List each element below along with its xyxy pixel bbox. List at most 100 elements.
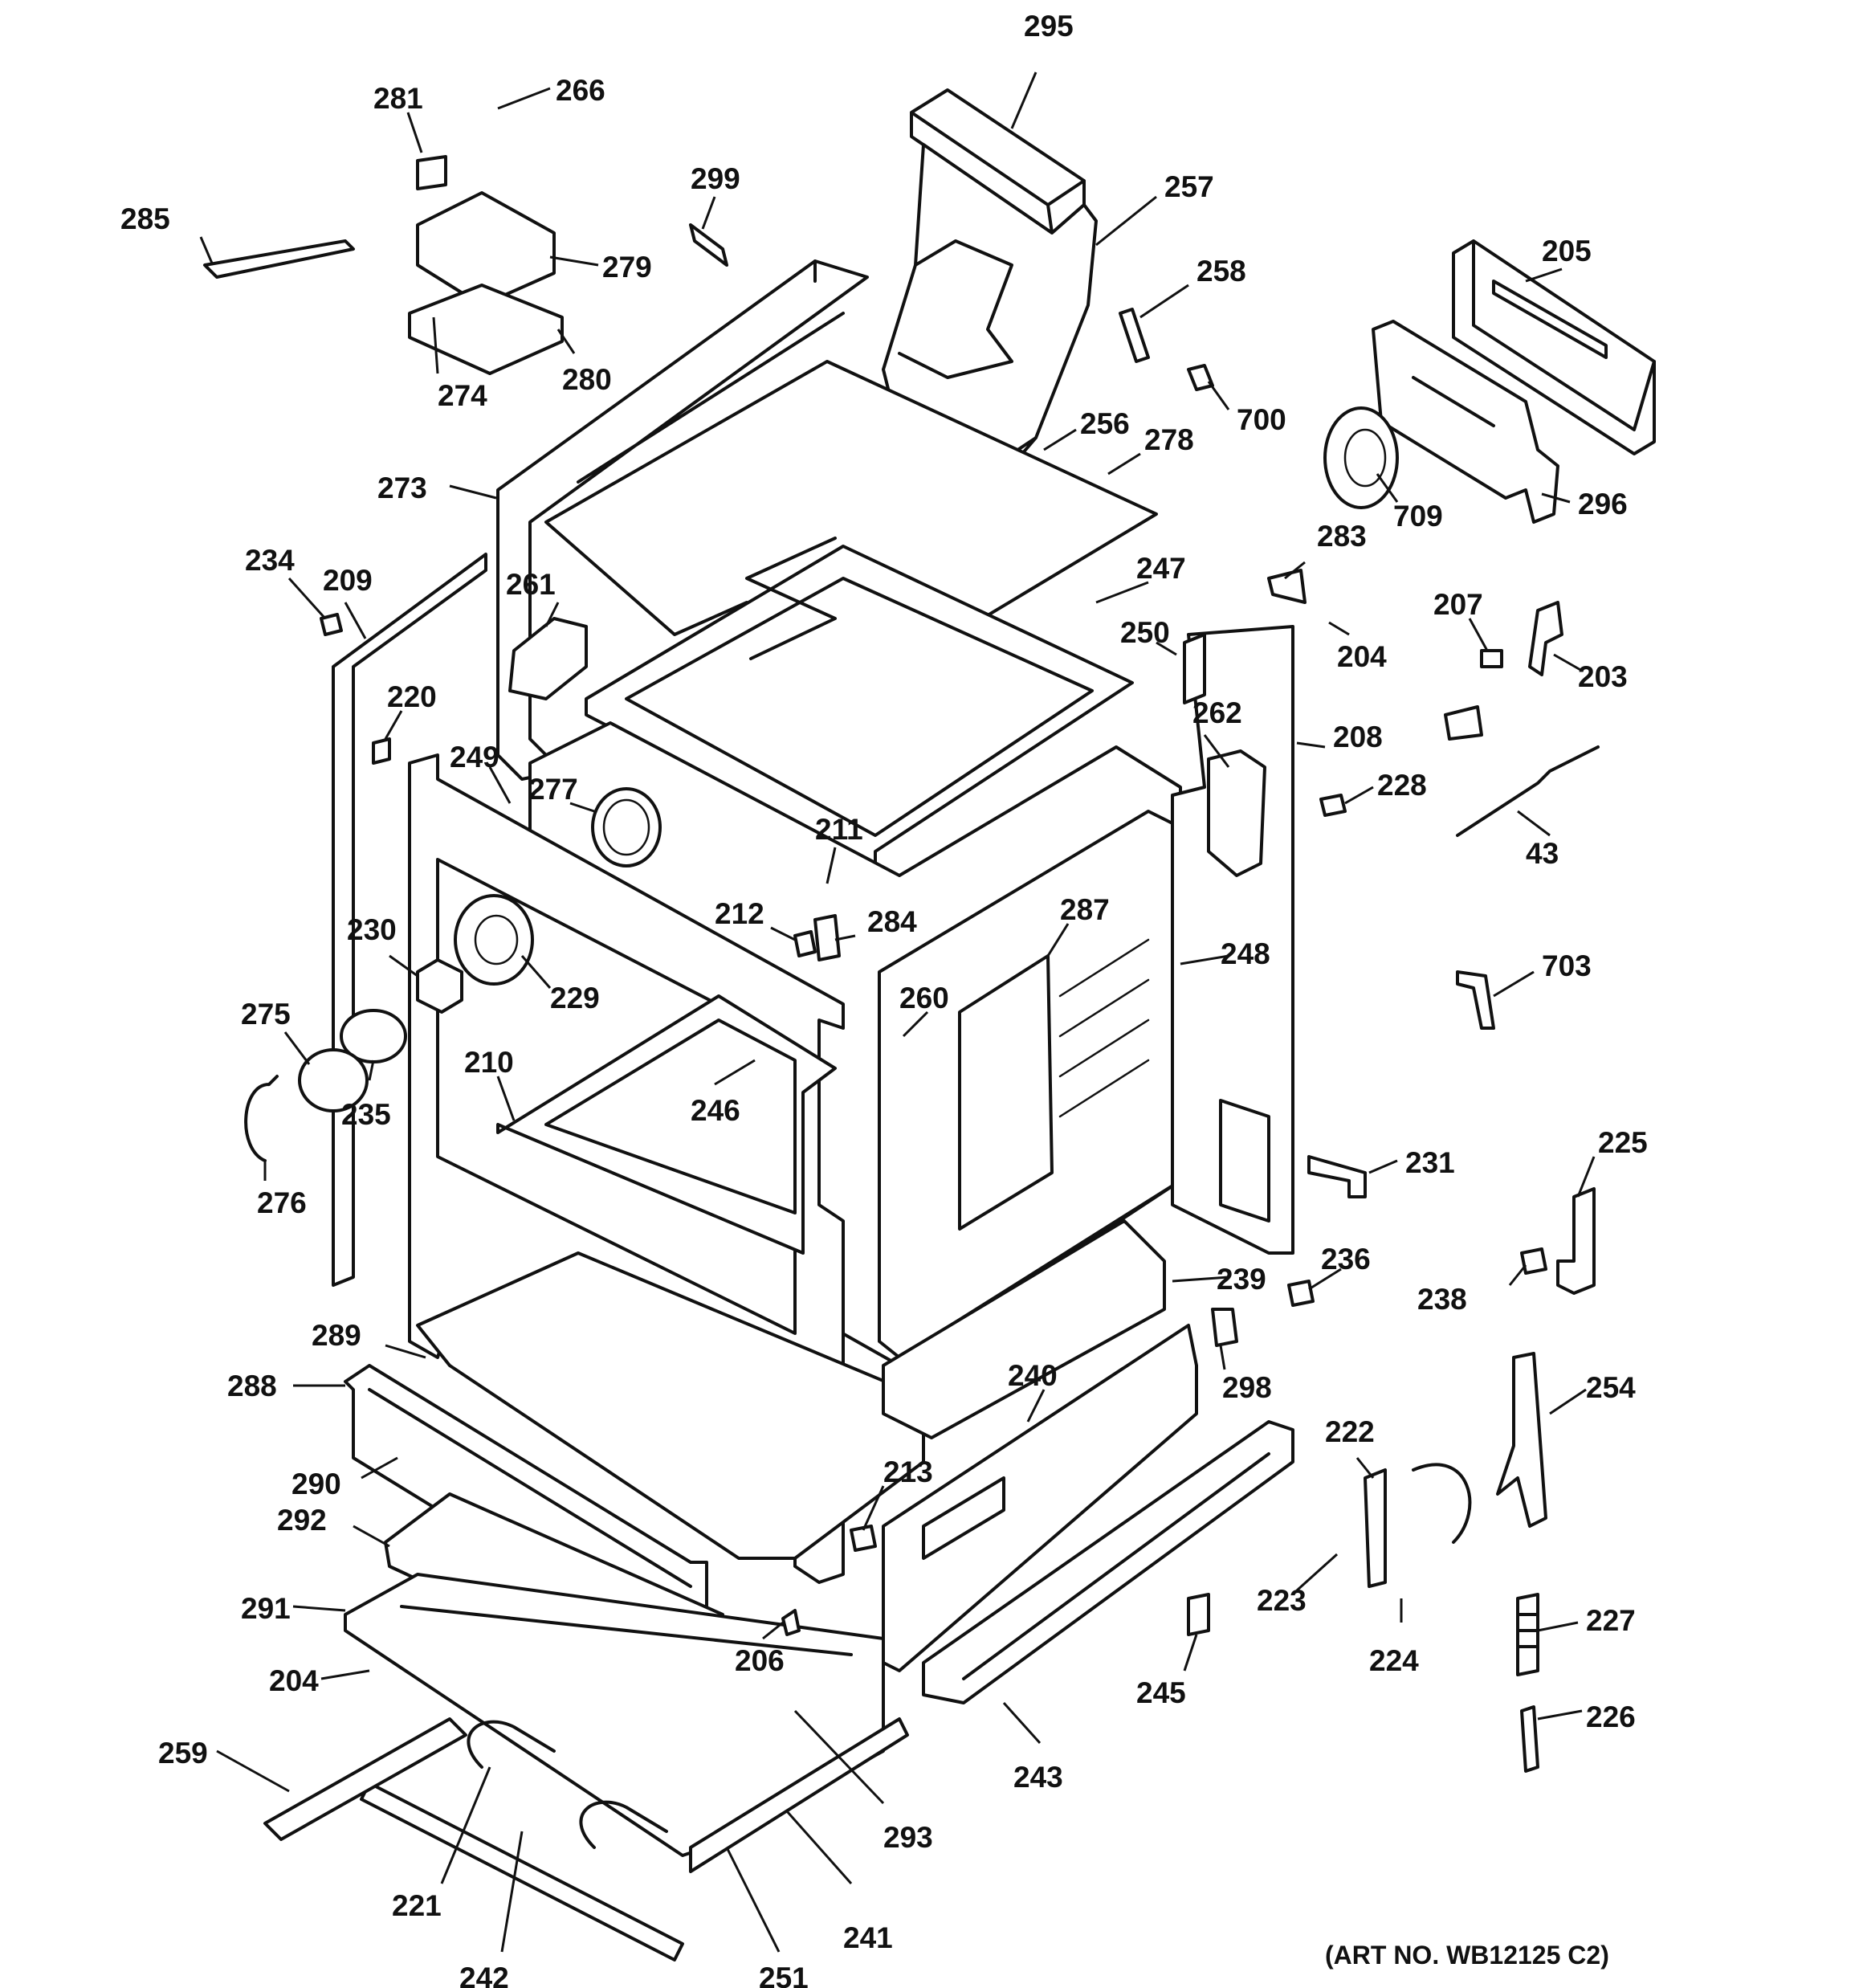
label-228: 228 bbox=[1377, 769, 1427, 802]
label-254: 254 bbox=[1586, 1371, 1636, 1404]
label-288: 288 bbox=[227, 1370, 277, 1402]
callout-labels: 295 281 266 299 257 285 279 205 258 274 … bbox=[120, 10, 1648, 1988]
label-229: 229 bbox=[550, 982, 600, 1014]
label-703: 703 bbox=[1542, 949, 1592, 982]
part-225-bracket bbox=[1556, 1187, 1596, 1295]
label-249: 249 bbox=[450, 741, 499, 774]
part-258-clip bbox=[1119, 308, 1150, 363]
label-292: 292 bbox=[277, 1504, 327, 1537]
part-298-grommet bbox=[1211, 1308, 1238, 1347]
label-203: 203 bbox=[1578, 660, 1628, 693]
label-220: 220 bbox=[387, 680, 437, 713]
part-245-leveler bbox=[1187, 1593, 1210, 1636]
label-273: 273 bbox=[377, 471, 427, 504]
label-296: 296 bbox=[1578, 488, 1628, 520]
label-234: 234 bbox=[245, 544, 295, 577]
label-278: 278 bbox=[1144, 423, 1194, 456]
label-212: 212 bbox=[715, 897, 764, 930]
leader-lines bbox=[199, 71, 1596, 1953]
label-276: 276 bbox=[257, 1186, 307, 1219]
label-280: 280 bbox=[562, 363, 612, 396]
part-285-bracket bbox=[203, 239, 355, 279]
label-259: 259 bbox=[158, 1737, 208, 1770]
part-283-clip bbox=[1267, 569, 1307, 604]
art-number: (ART NO. WB12125 C2) bbox=[1325, 1941, 1609, 1970]
label-251: 251 bbox=[759, 1961, 809, 1988]
part-703-spacer bbox=[1456, 970, 1495, 1030]
label-204b: 204 bbox=[269, 1664, 319, 1697]
part-261-insulation bbox=[508, 617, 588, 700]
part-287-insulation bbox=[958, 954, 1054, 1231]
label-262: 262 bbox=[1192, 696, 1242, 729]
label-298: 298 bbox=[1222, 1371, 1272, 1404]
label-261: 261 bbox=[506, 568, 556, 601]
part-259-slide bbox=[263, 1717, 467, 1841]
part-connector bbox=[1444, 705, 1483, 741]
part-203-cord bbox=[1528, 601, 1563, 676]
part-262-block bbox=[1207, 749, 1266, 877]
part-234-screw bbox=[320, 613, 343, 636]
label-275: 275 bbox=[241, 998, 291, 1031]
part-280-plate bbox=[408, 284, 564, 375]
part-212-clip bbox=[793, 930, 817, 957]
label-247: 247 bbox=[1136, 552, 1186, 585]
label-206: 206 bbox=[735, 1644, 785, 1677]
part-246-oven-bottom bbox=[496, 994, 837, 1255]
part-228-clip bbox=[1319, 794, 1347, 817]
label-245: 245 bbox=[1136, 1676, 1186, 1709]
label-242: 242 bbox=[459, 1961, 509, 1988]
part-227-spring bbox=[1516, 1593, 1539, 1676]
part-230-lamp-socket bbox=[416, 958, 463, 1014]
label-211: 211 bbox=[815, 813, 863, 846]
label-281: 281 bbox=[373, 82, 423, 115]
label-224: 224 bbox=[1369, 1644, 1419, 1677]
label-231: 231 bbox=[1405, 1146, 1455, 1179]
label-240: 240 bbox=[1008, 1359, 1058, 1392]
label-235: 235 bbox=[341, 1098, 391, 1131]
part-284-clip bbox=[813, 914, 841, 961]
part-43-sensor bbox=[1456, 745, 1600, 837]
part-241-rail bbox=[689, 1717, 909, 1873]
part-276-wire-clip bbox=[244, 1075, 279, 1162]
label-209: 209 bbox=[323, 564, 373, 597]
label-283: 283 bbox=[1317, 520, 1367, 553]
label-709: 709 bbox=[1393, 500, 1443, 533]
label-295: 295 bbox=[1024, 10, 1074, 43]
label-210: 210 bbox=[464, 1046, 514, 1079]
part-drawings bbox=[203, 88, 1656, 1961]
part-279-control bbox=[416, 191, 556, 307]
part-220-screw bbox=[372, 737, 391, 765]
part-222-hinge bbox=[1364, 1463, 1472, 1588]
label-256: 256 bbox=[1080, 407, 1130, 440]
label-277: 277 bbox=[528, 773, 578, 806]
part-205-back-cover bbox=[1452, 239, 1656, 455]
label-700: 700 bbox=[1237, 403, 1286, 436]
label-204a: 204 bbox=[1337, 640, 1387, 673]
label-291: 291 bbox=[241, 1592, 291, 1625]
label-239: 239 bbox=[1217, 1263, 1266, 1296]
part-229-burner-bowl bbox=[454, 894, 534, 986]
part-254-hinge bbox=[1496, 1352, 1547, 1528]
label-274: 274 bbox=[438, 379, 487, 412]
part-243-base-pan bbox=[922, 1420, 1294, 1704]
label-299: 299 bbox=[691, 162, 740, 195]
label-225: 225 bbox=[1598, 1126, 1648, 1159]
part-281-valve bbox=[416, 155, 447, 190]
label-226: 226 bbox=[1586, 1700, 1636, 1733]
label-285: 285 bbox=[120, 202, 170, 235]
part-207-block bbox=[1480, 649, 1503, 668]
label-250: 250 bbox=[1120, 616, 1170, 649]
part-277-vent-ring bbox=[591, 787, 662, 867]
part-206-screw bbox=[781, 1609, 801, 1636]
part-250-clip bbox=[1183, 633, 1206, 704]
label-266: 266 bbox=[556, 74, 605, 107]
label-260: 260 bbox=[899, 982, 949, 1014]
label-246: 246 bbox=[691, 1094, 740, 1127]
part-240-kick-panel bbox=[882, 1324, 1198, 1672]
part-238-switch bbox=[1520, 1247, 1547, 1275]
label-257: 257 bbox=[1164, 170, 1214, 203]
label-243: 243 bbox=[1013, 1761, 1063, 1794]
label-221: 221 bbox=[392, 1889, 442, 1922]
label-284: 284 bbox=[867, 905, 917, 938]
part-700-clip bbox=[1187, 364, 1214, 391]
